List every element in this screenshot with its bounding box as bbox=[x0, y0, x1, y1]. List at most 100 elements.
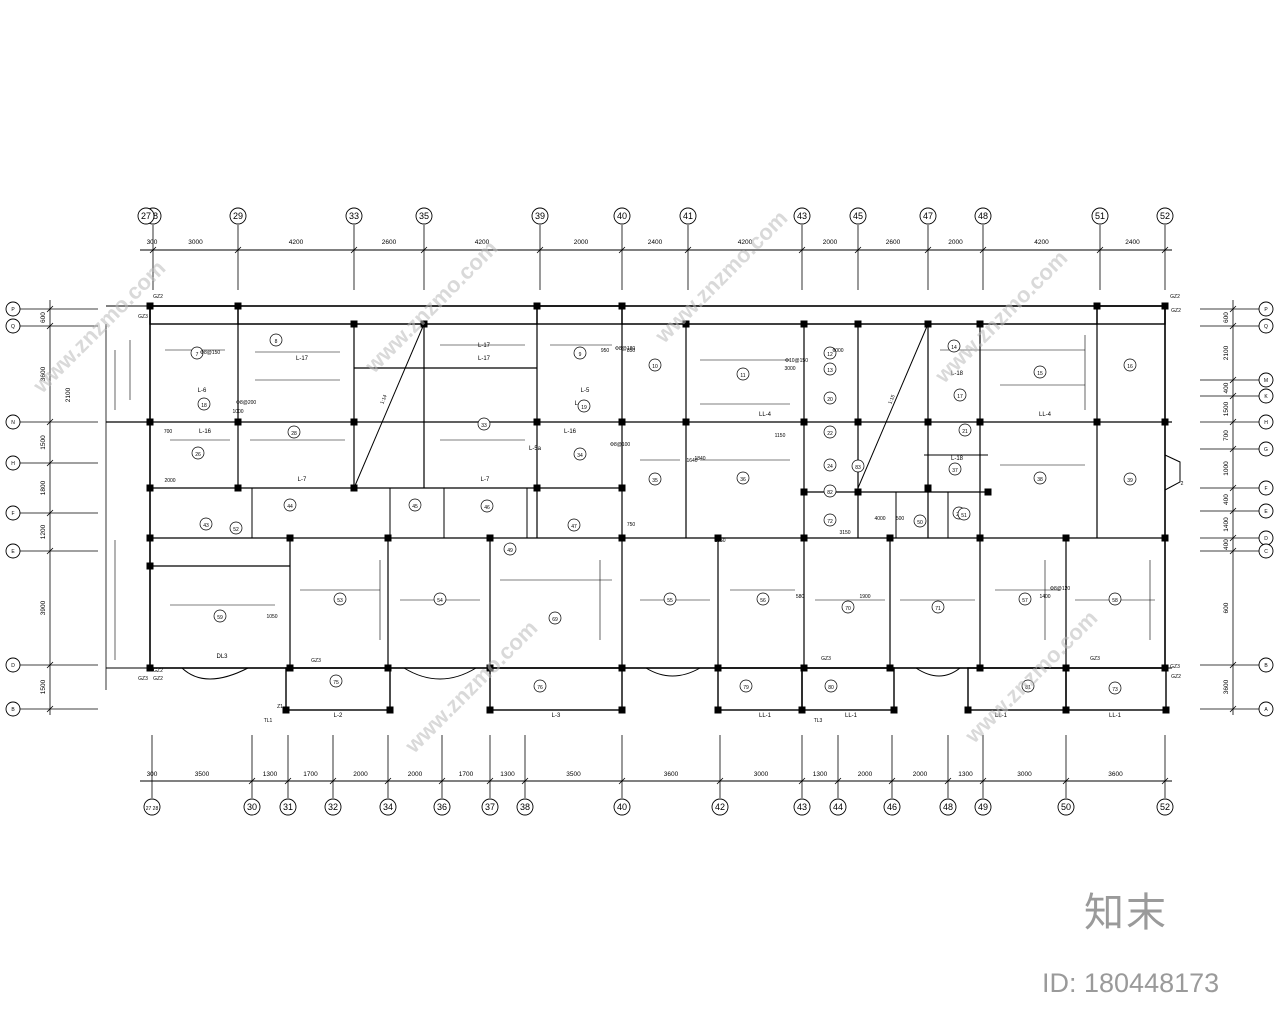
slab-number: 75 bbox=[333, 680, 339, 686]
slab-marker bbox=[823, 391, 837, 405]
slab-marker bbox=[503, 542, 517, 556]
axis-bubble bbox=[1258, 657, 1274, 673]
slab-number: 49 bbox=[507, 548, 513, 554]
dim-tick bbox=[618, 246, 626, 254]
dimension-bottom: 1700 bbox=[303, 771, 318, 778]
brand-logo: 知末 bbox=[1084, 890, 1168, 936]
axis-bubble bbox=[1258, 301, 1274, 317]
dimension-right: 600 bbox=[1223, 602, 1230, 613]
axis-label-bottom: 43 bbox=[797, 802, 807, 812]
axis-bubble bbox=[1258, 318, 1274, 334]
column bbox=[350, 418, 358, 426]
rebar-note: Φ8@200 bbox=[236, 400, 256, 406]
axis-bubble bbox=[137, 207, 155, 225]
dim-tick bbox=[1062, 777, 1070, 785]
beam-label: L-18 bbox=[951, 456, 964, 462]
slab-marker bbox=[663, 592, 677, 606]
column bbox=[386, 706, 394, 714]
slab-marker bbox=[824, 679, 838, 693]
slab-number: 22 bbox=[827, 431, 833, 437]
slab-number: 81 bbox=[1025, 685, 1031, 691]
beam-label: L-3 bbox=[552, 713, 561, 719]
column bbox=[1161, 534, 1169, 542]
axis-bubble bbox=[883, 798, 901, 816]
column bbox=[618, 418, 626, 426]
rebar-note: Φ10@150 bbox=[785, 358, 808, 364]
axis-label-right: G bbox=[1264, 447, 1268, 453]
slab-number: 57 bbox=[1022, 598, 1028, 604]
dimension-note: 850 bbox=[627, 348, 636, 354]
axis-label-top: 39 bbox=[535, 211, 545, 221]
column-mark: GZ2 bbox=[153, 668, 163, 674]
slab-marker bbox=[548, 611, 562, 625]
slab-marker bbox=[1033, 471, 1047, 485]
slab-marker bbox=[477, 417, 491, 431]
dimension-right: 600 bbox=[1223, 312, 1230, 323]
column bbox=[486, 706, 494, 714]
slab-marker bbox=[947, 339, 961, 353]
column bbox=[682, 320, 690, 328]
dim-tick bbox=[420, 246, 428, 254]
slab-marker bbox=[1123, 358, 1137, 372]
slab-marker bbox=[283, 498, 297, 512]
slab-marker bbox=[577, 399, 591, 413]
dim-tick bbox=[248, 777, 256, 785]
column bbox=[533, 418, 541, 426]
dimension-right: 400 bbox=[1223, 494, 1230, 505]
axis-bubble bbox=[1258, 372, 1274, 388]
slab-marker bbox=[480, 499, 494, 513]
column bbox=[924, 320, 932, 328]
dim-tick bbox=[979, 246, 987, 254]
dimension-left: 1200 bbox=[40, 524, 47, 539]
axis-label-left: E bbox=[11, 549, 15, 555]
axis-bubble bbox=[143, 798, 161, 816]
dim-tick bbox=[1096, 246, 1104, 254]
dimension-note: 500 bbox=[896, 516, 905, 522]
slab-marker bbox=[573, 447, 587, 461]
slab-number: 11 bbox=[740, 373, 745, 379]
column bbox=[618, 302, 626, 310]
dim-tick bbox=[618, 777, 626, 785]
axis-label-left: D bbox=[11, 663, 15, 669]
marker-note: 2 bbox=[1181, 481, 1184, 487]
column bbox=[854, 488, 862, 496]
axis-bubble bbox=[279, 798, 297, 816]
dimension-note: 700 bbox=[164, 429, 173, 435]
dimension-note: 1840 bbox=[694, 456, 705, 462]
dimension-right: 3600 bbox=[1223, 679, 1230, 694]
dimension-note: 6000 bbox=[832, 348, 843, 354]
dim-tick bbox=[888, 777, 896, 785]
axis-bubble bbox=[919, 207, 937, 225]
column bbox=[714, 706, 722, 714]
rebar-note: Φ8@120 bbox=[1050, 586, 1070, 592]
slab-marker bbox=[648, 472, 662, 486]
slab-marker bbox=[1108, 592, 1122, 606]
axis-label-right: C bbox=[1264, 549, 1268, 555]
slab-marker bbox=[736, 367, 750, 381]
axis-bubble bbox=[5, 657, 21, 673]
slab-number: 43 bbox=[203, 523, 209, 529]
axis-label-bottom: 30 bbox=[247, 802, 257, 812]
beam-label: LL-4 bbox=[1039, 412, 1052, 418]
slab-number: 58 bbox=[1112, 598, 1118, 604]
slab-number: 24 bbox=[827, 464, 833, 470]
axis-label-bottom: 37 bbox=[485, 802, 495, 812]
axis-label-top: 51 bbox=[1095, 211, 1105, 221]
dimension-left: 3900 bbox=[40, 600, 47, 615]
slab-marker bbox=[756, 592, 770, 606]
axis-bubble bbox=[229, 207, 247, 225]
slab-number: 38 bbox=[1037, 477, 1043, 483]
slab-number: 16 bbox=[1127, 364, 1133, 370]
beam-label: LL-1 bbox=[845, 713, 858, 719]
axis-bubble bbox=[849, 207, 867, 225]
axis-label-right: E bbox=[1264, 509, 1268, 515]
dimension-note: 1050 bbox=[266, 614, 277, 620]
column bbox=[350, 320, 358, 328]
dimension-top: 2600 bbox=[886, 239, 901, 246]
dimension-left: 1500 bbox=[40, 679, 47, 694]
slope-note: 1:14 bbox=[379, 394, 388, 406]
slab-marker bbox=[823, 346, 837, 360]
dimension-bottom: 3000 bbox=[1017, 771, 1032, 778]
dim-tick bbox=[854, 246, 862, 254]
